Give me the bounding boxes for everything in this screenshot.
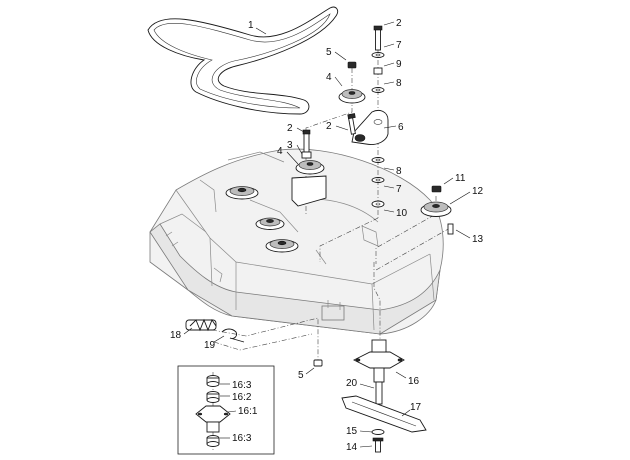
idler-pulley-top xyxy=(338,89,366,104)
bolt-13 xyxy=(447,223,454,235)
callout-13: 13 xyxy=(472,234,484,245)
callout-1: 1 xyxy=(248,20,254,31)
washer-7-top xyxy=(371,52,385,58)
washer-8-top xyxy=(371,87,385,93)
callout-15: 15 xyxy=(346,426,358,437)
callout-4-left: 4 xyxy=(277,146,283,157)
callout-16-1: 16:1 xyxy=(238,406,258,417)
nut-5-top xyxy=(347,61,357,69)
callout-2-left: 2 xyxy=(287,123,293,134)
idler-arm-6 xyxy=(351,109,389,145)
callout-2-bracket: 2 xyxy=(326,121,332,132)
bolt-2-left xyxy=(302,129,311,153)
callout-19: 19 xyxy=(204,340,216,351)
idler-pulley-left xyxy=(295,160,325,175)
rod-19 xyxy=(221,328,245,343)
washer-15 xyxy=(371,429,385,435)
drive-belt xyxy=(147,6,339,115)
washer-7-lower xyxy=(371,177,385,183)
callout-14: 14 xyxy=(346,442,358,453)
callout-16: 16 xyxy=(408,376,420,387)
idler-bracket-left xyxy=(291,175,327,207)
deck-pulley-center-upper xyxy=(255,217,285,230)
callout-3: 3 xyxy=(287,140,293,151)
spindle-16 xyxy=(352,339,405,383)
callout-5-top: 5 xyxy=(326,47,332,58)
callout-16-3-top: 16:3 xyxy=(232,380,252,391)
inset-spindle-breakdown xyxy=(177,365,275,455)
callout-20: 20 xyxy=(346,378,358,389)
spacer-9 xyxy=(373,67,383,75)
callout-7-lower: 7 xyxy=(396,184,402,195)
deck-pulley-center-lower xyxy=(265,239,299,253)
callout-16-2: 16:2 xyxy=(232,392,252,403)
callout-7-top: 7 xyxy=(396,40,402,51)
spacer-10 xyxy=(371,200,385,208)
spring-18 xyxy=(185,318,217,332)
blade-17 xyxy=(341,395,427,433)
callout-8-lower: 8 xyxy=(396,166,402,177)
bolt-2-bracket xyxy=(347,113,356,135)
bolt-14 xyxy=(372,437,384,453)
nut-5-lower xyxy=(313,359,323,367)
callout-4-top: 4 xyxy=(326,72,332,83)
pulley-12 xyxy=(420,201,452,217)
leader-lines xyxy=(183,21,471,448)
shaft-20 xyxy=(375,381,383,405)
callout-9: 9 xyxy=(396,59,402,70)
deck-pulley-left xyxy=(225,186,259,200)
callout-6: 6 xyxy=(398,122,404,133)
bolt-top-right xyxy=(373,25,383,51)
callout-18: 18 xyxy=(170,330,182,341)
nut-11 xyxy=(431,185,442,193)
callout-8-top: 8 xyxy=(396,78,402,89)
spacer-3 xyxy=(301,151,312,159)
callout-11: 11 xyxy=(455,173,466,184)
callout-5-lower: 5 xyxy=(298,370,304,381)
washer-8-lower xyxy=(371,157,385,163)
callout-2-top: 2 xyxy=(396,18,402,29)
callout-16-3-bottom: 16:3 xyxy=(232,433,252,444)
callout-12: 12 xyxy=(472,186,484,197)
callout-labels: 1 2 7 9 8 5 4 2 6 8 7 10 2 3 4 11 12 13 … xyxy=(170,18,484,453)
callout-10: 10 xyxy=(396,208,408,219)
callout-17: 17 xyxy=(410,402,422,413)
